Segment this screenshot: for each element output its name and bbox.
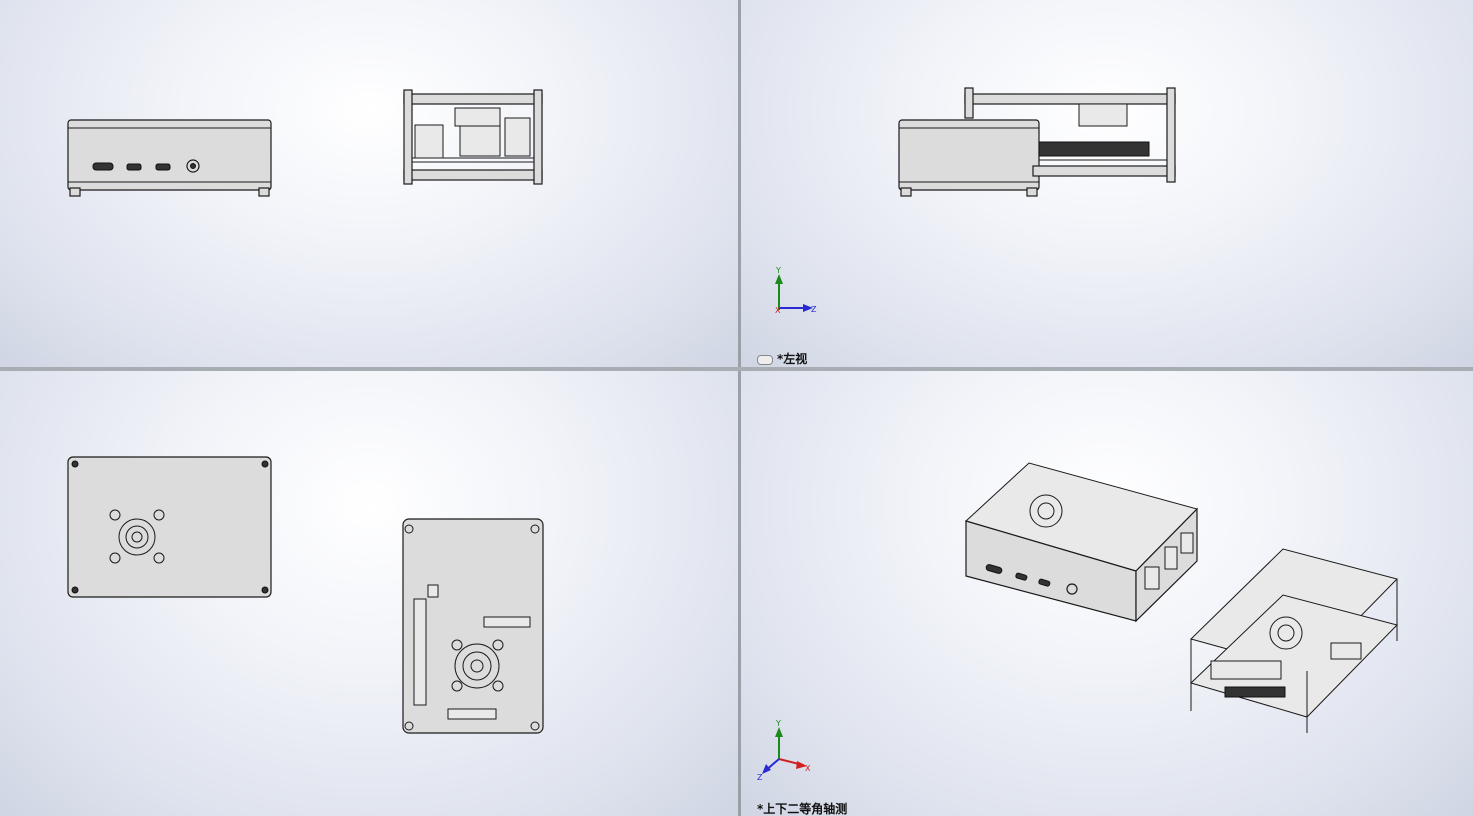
axis-y-label: Y (775, 266, 781, 275)
isometric-scene: Y X Z (757, 462, 1398, 782)
view-label-text: *左视 (777, 352, 808, 366)
front-view-scene (67, 89, 543, 197)
closed-case-front (67, 119, 272, 197)
left-view-scene: Y Z X (775, 87, 1176, 315)
open-frame-front (403, 89, 543, 185)
viewport-splitter-horizontal[interactable] (0, 367, 1473, 371)
viewport-top-left[interactable] (0, 0, 738, 367)
axis-triad: Y Z X (775, 266, 817, 315)
axis-y-label: Y (775, 719, 781, 728)
axis-z-label: Z (757, 773, 763, 782)
axis-x-label: X (805, 764, 811, 773)
viewport-top-right[interactable]: Y Z X *左视 (741, 0, 1473, 367)
view-label-iso: *上下二等角轴测 (757, 802, 848, 816)
open-frame-side (964, 87, 1176, 183)
axis-triad-iso: Y X Z (757, 719, 811, 782)
viewport-bottom-right[interactable]: Y X Z *上下二等角轴测 (741, 371, 1473, 816)
viewport-bottom-left[interactable] (0, 371, 738, 816)
view-label: *左视 (757, 350, 807, 367)
axis-x-label: X (775, 306, 781, 315)
closed-case-iso (965, 462, 1198, 623)
open-frame-top (402, 518, 544, 734)
open-frame-iso (1190, 548, 1398, 733)
closed-case-side (898, 119, 1040, 197)
axis-z-label: Z (811, 305, 817, 314)
top-view-scene (67, 456, 544, 734)
viewport-splitter-vertical[interactable] (738, 0, 741, 816)
link-icon (757, 354, 773, 365)
closed-case-top (67, 456, 272, 598)
